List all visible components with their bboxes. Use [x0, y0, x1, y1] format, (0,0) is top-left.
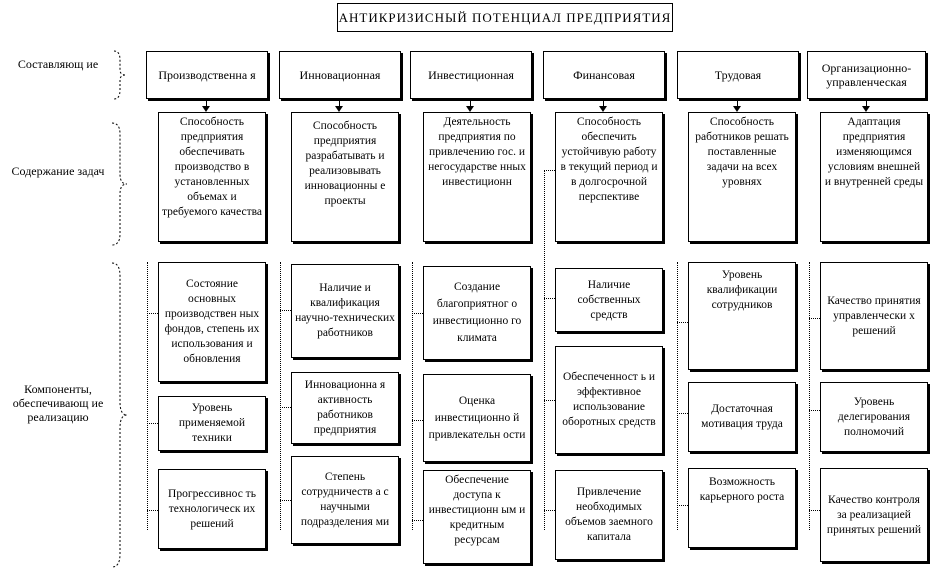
component-box-investment-3: Обеспечение доступа к инвестиционн ым и …	[423, 470, 531, 564]
component-box-production-2: Уровень применяемой техники	[158, 396, 266, 451]
task-box-innovation: Способность предприятия разрабатывать и …	[291, 112, 399, 242]
dotted-connector	[412, 313, 423, 314]
diagram-title: АНТИКРИЗИСНЫЙ ПОТЕНЦИАЛ ПРЕДПРИЯТИЯ	[337, 3, 673, 32]
dotted-connector	[544, 298, 555, 299]
arrow-down-icon	[466, 106, 474, 112]
dotted-connector	[809, 318, 820, 319]
dotted-connector	[677, 262, 678, 530]
task-box-production: Способность предприятия обеспечивать про…	[158, 112, 266, 242]
dotted-connector	[412, 520, 423, 521]
dotted-connector	[147, 510, 158, 511]
component-box-financial-2: Обеспеченност ь и эффективное использова…	[555, 346, 663, 454]
component-box-investment-2: Оценка инвестиционно й привлекательн ост…	[423, 374, 531, 462]
component-box-production-1: Состояние основных производствен ных фон…	[158, 262, 266, 382]
dotted-connector	[147, 262, 148, 530]
arrow-down-icon	[335, 106, 343, 112]
arrow-down-icon	[733, 106, 741, 112]
connector	[603, 101, 604, 107]
dotted-connector	[147, 423, 158, 424]
arrow-down-icon	[862, 106, 870, 112]
dotted-connector	[544, 170, 545, 530]
dotted-connector	[280, 407, 291, 408]
task-box-investment: Деятельность предприятия по привлечению …	[423, 112, 531, 242]
side-label-implementation: Компоненты, обеспечивающ ие реализацию	[12, 382, 104, 424]
column-header-innovation: Инновационная	[279, 51, 401, 99]
dotted-connector	[544, 170, 555, 171]
dotted-connector	[280, 262, 281, 530]
column-header-production: Производственна я	[146, 51, 268, 99]
component-box-labor-3: Возможность карьерного роста	[688, 468, 796, 548]
side-label-components: Составляющ ие	[17, 57, 99, 71]
dotted-connector	[280, 310, 291, 311]
arrow-down-icon	[599, 106, 607, 112]
component-box-organizational-3: Качество контроля за реализацией приняты…	[820, 468, 928, 562]
column-header-organizational: Организационно-управленческая	[807, 51, 926, 99]
dotted-connector	[412, 420, 423, 421]
dotted-connector	[677, 505, 688, 506]
component-box-innovation-3: Степень сотрудничеств а с научными подра…	[291, 456, 399, 544]
dotted-connector	[809, 410, 820, 411]
component-box-organizational-1: Качество принятия управленчески х решени…	[820, 262, 928, 370]
column-header-labor: Трудовая	[677, 51, 799, 99]
dotted-connector	[677, 413, 688, 414]
connector	[737, 101, 738, 107]
connector	[339, 101, 340, 107]
dotted-connector	[280, 500, 291, 501]
dotted-connector	[677, 322, 688, 323]
connector	[470, 101, 471, 107]
component-box-labor-2: Достаточная мотивация труда	[688, 382, 796, 452]
brace-tasks	[111, 122, 128, 246]
component-box-innovation-2: Инновационна я активность работников пре…	[291, 372, 399, 444]
component-box-financial-3: Привлечение необходимых объемов заемного…	[555, 470, 663, 560]
component-box-innovation-1: Наличие и квалификация научно-технически…	[291, 264, 399, 358]
component-box-investment-1: Создание благоприятног о инвестиционно г…	[423, 266, 531, 360]
task-box-financial: Способность обеспечить устойчивую работу…	[555, 112, 663, 242]
dotted-connector	[809, 262, 810, 530]
dotted-connector	[544, 400, 555, 401]
brace-implementation	[111, 262, 128, 568]
dotted-connector	[147, 313, 158, 314]
task-box-labor: Способность работников решать поставленн…	[688, 112, 796, 242]
dotted-connector	[412, 262, 413, 530]
component-box-production-3: Прогрессивнос ть технологическ их решени…	[158, 469, 266, 549]
dotted-connector	[809, 510, 820, 511]
column-header-investment: Инвестиционная	[410, 51, 532, 99]
component-box-organizational-2: Уровень делегирования полномочий	[820, 382, 928, 452]
arrow-down-icon	[202, 106, 210, 112]
side-label-tasks: Содержание задач	[11, 164, 105, 178]
dotted-connector	[544, 510, 555, 511]
brace-components	[113, 50, 127, 100]
component-box-labor-1: Уровень квалификации сотрудников	[688, 262, 796, 370]
component-box-financial-1: Наличие собственных средств	[555, 268, 663, 332]
connector	[206, 101, 207, 107]
connector	[866, 101, 867, 107]
column-header-financial: Финансовая	[543, 51, 665, 99]
task-box-organizational: Адаптация предприятия изменяющимся услов…	[820, 112, 928, 242]
